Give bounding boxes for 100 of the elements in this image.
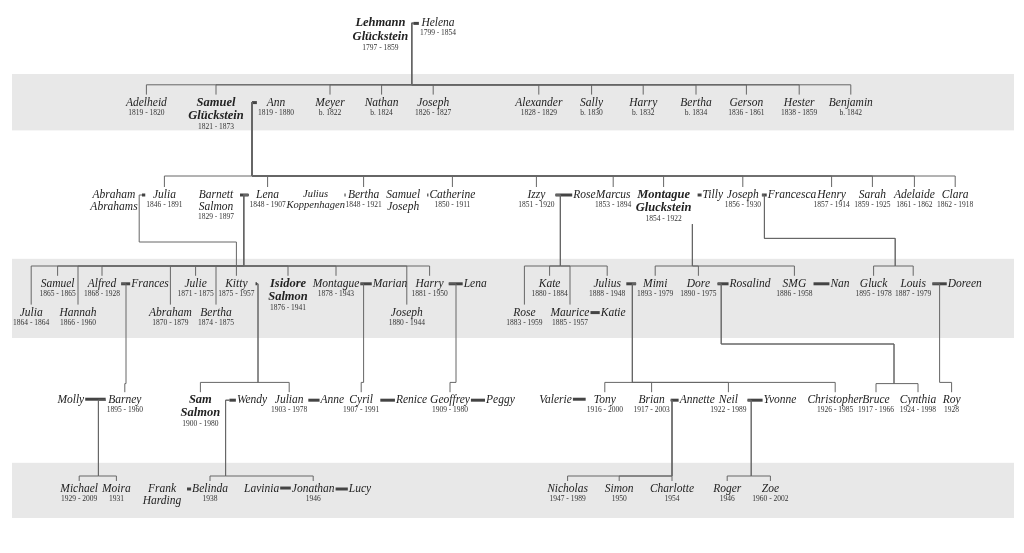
person-name: Sam Salmon bbox=[179, 393, 222, 420]
person-name: Rosalind bbox=[729, 276, 771, 289]
marriage-line bbox=[670, 398, 679, 402]
person-name: Maurice bbox=[550, 305, 590, 318]
person-name: Samuel Joseph bbox=[385, 188, 422, 213]
person-name: Harry bbox=[415, 276, 444, 289]
marriage-line bbox=[697, 193, 702, 197]
descent-line bbox=[256, 283, 290, 393]
descent-line bbox=[931, 283, 953, 393]
person-name: Katie bbox=[600, 305, 626, 318]
person-name: Doreen bbox=[947, 276, 982, 289]
marriage-line bbox=[344, 193, 346, 197]
person-name: Julia bbox=[18, 305, 44, 318]
person-name: Montague bbox=[312, 276, 360, 289]
person-name: Frank Harding bbox=[141, 482, 183, 507]
person-name: Frances bbox=[131, 276, 169, 289]
person-name: Kate bbox=[537, 276, 562, 289]
person-name: Catherine bbox=[429, 188, 476, 201]
descent-line bbox=[225, 399, 314, 482]
person-name: Nan bbox=[830, 276, 850, 289]
person-name: Gerson bbox=[728, 95, 765, 108]
person-name: Sarah bbox=[857, 188, 888, 201]
person-name: Joseph bbox=[389, 305, 423, 318]
person-name: Brian bbox=[637, 393, 666, 406]
marriage-line bbox=[470, 398, 485, 402]
person-name: Belinda bbox=[192, 482, 228, 495]
person-name: Mimi bbox=[642, 276, 669, 289]
person-name: Izzy bbox=[526, 188, 546, 201]
marriage-line bbox=[932, 282, 947, 286]
person-name: Christopher bbox=[807, 393, 863, 406]
person-name: Adelheid bbox=[125, 95, 167, 108]
person-name: Francesca bbox=[767, 188, 817, 201]
person-name: Alexander bbox=[515, 95, 563, 108]
descent-line bbox=[97, 399, 117, 482]
person-name: Bertha bbox=[346, 188, 381, 201]
person-name: Valerie bbox=[539, 393, 572, 406]
person-name: Anne bbox=[320, 393, 345, 406]
person-name: Tilly bbox=[702, 188, 723, 201]
person-name: Marian bbox=[372, 276, 408, 289]
person-name: Annette bbox=[679, 393, 715, 406]
person-name: Lena bbox=[463, 276, 487, 289]
descent-line bbox=[120, 283, 127, 393]
person-name: SMG bbox=[781, 276, 808, 289]
descent-line bbox=[670, 399, 673, 482]
marriage-line bbox=[360, 282, 372, 286]
person-name: Joseph bbox=[725, 188, 760, 201]
person-name: Julia bbox=[151, 188, 177, 201]
person-name: Julius Koppenhagen bbox=[286, 188, 345, 211]
person-name: Cyril bbox=[348, 393, 374, 406]
person-name: Hannah bbox=[59, 305, 97, 318]
marriage-line bbox=[255, 282, 257, 286]
person-name: Renice bbox=[395, 393, 428, 406]
person-name: Hester bbox=[782, 95, 816, 108]
person-name: Barnett Salmon bbox=[197, 188, 235, 213]
person-name: Bertha bbox=[680, 95, 712, 108]
marriage-line bbox=[717, 282, 729, 286]
person-name: Abraham Abrahams bbox=[89, 188, 139, 213]
person-name: Geoffrey bbox=[430, 393, 470, 406]
marriage-line bbox=[240, 193, 249, 197]
person-name: Simon bbox=[604, 482, 634, 495]
person-name: Clara bbox=[940, 188, 970, 201]
person-name: Charlotte bbox=[649, 482, 695, 495]
person-name: Abraham bbox=[149, 305, 192, 318]
person-name: Dore bbox=[685, 276, 711, 289]
marriage-line bbox=[427, 193, 429, 197]
person-name: Cynthia bbox=[899, 393, 937, 406]
marriage-line bbox=[761, 193, 767, 197]
person-name: Ann bbox=[265, 95, 287, 108]
person-name: Gluck bbox=[858, 276, 889, 289]
marriage-line bbox=[626, 282, 637, 286]
descent-line bbox=[138, 194, 237, 277]
person-name: Barney bbox=[107, 393, 142, 406]
person-name: Wendy bbox=[236, 393, 268, 406]
marriage-line bbox=[413, 21, 419, 25]
person-name: Roy bbox=[942, 393, 961, 406]
marriage-line bbox=[187, 487, 192, 491]
person-name: Nathan bbox=[364, 95, 399, 108]
person-name: Meyer bbox=[315, 95, 345, 108]
person-name: Bertha bbox=[199, 305, 233, 318]
marriage-line bbox=[380, 398, 395, 402]
descent-line bbox=[691, 223, 795, 277]
person-name: Julie bbox=[183, 276, 208, 289]
marriage-line bbox=[335, 487, 348, 491]
person-name: Marcus bbox=[595, 188, 632, 201]
person-name: Adelaide bbox=[893, 188, 935, 201]
person-name: Jonathan bbox=[291, 482, 335, 495]
person-name: Tony bbox=[593, 393, 617, 406]
marriage-line bbox=[85, 397, 106, 401]
descent-line bbox=[243, 194, 431, 277]
marriage-line bbox=[142, 193, 146, 197]
person-name: Helena bbox=[420, 16, 456, 29]
person-name: Kitty bbox=[224, 276, 249, 289]
descent-line bbox=[631, 283, 836, 393]
marriage-line bbox=[572, 397, 586, 401]
person-name: Julian bbox=[273, 393, 305, 406]
marriage-line bbox=[252, 101, 257, 105]
marriage-line bbox=[121, 282, 131, 286]
person-name: Lucy bbox=[348, 482, 372, 495]
marriage-line bbox=[747, 398, 763, 402]
person-name: Lavinia bbox=[244, 482, 280, 495]
